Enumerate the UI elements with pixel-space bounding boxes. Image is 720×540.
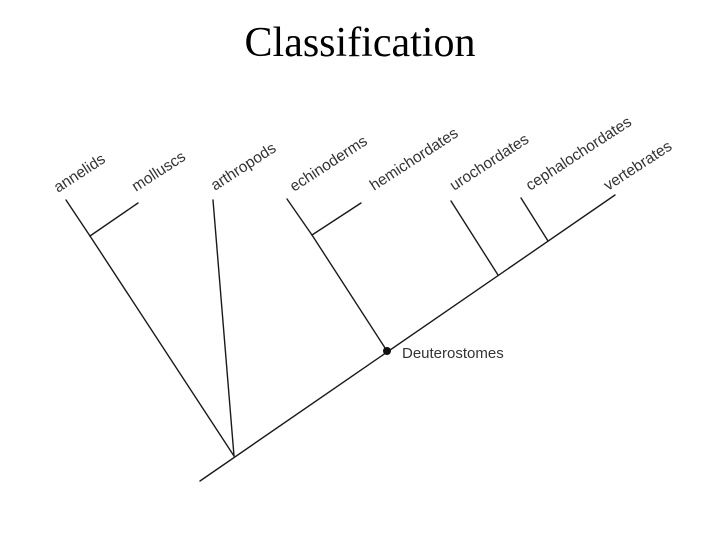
slide-title: Classification bbox=[244, 20, 476, 66]
taxon-label-hemichordates: hemichordates bbox=[367, 125, 462, 195]
annelids-molluscs-stem bbox=[89, 235, 235, 457]
backbone-branch bbox=[199, 194, 616, 482]
deuterostomes-node-dot bbox=[383, 347, 391, 355]
taxon-label-molluscs: molluscs bbox=[129, 148, 189, 195]
taxon-label-arthropods: arthropods bbox=[208, 140, 280, 195]
taxon-label-echinoderms: echinoderms bbox=[287, 133, 371, 196]
taxon-label-urochordates: urochordates bbox=[447, 131, 532, 195]
echinoderms-hemichordates-stem bbox=[311, 234, 388, 352]
cephalochordates-branch bbox=[520, 197, 549, 242]
arthropods-branch bbox=[212, 199, 235, 457]
echinoderms-branch bbox=[286, 198, 313, 236]
urochordates-branch bbox=[450, 200, 499, 276]
molluscs-branch bbox=[89, 202, 139, 237]
deuterostomes-label: Deuterostomes bbox=[402, 345, 504, 362]
hemichordates-branch bbox=[311, 202, 362, 236]
taxon-label-annelids: annelids bbox=[51, 151, 109, 197]
annelids-branch bbox=[65, 199, 91, 237]
taxon-label-vertebrates: vertebrates bbox=[601, 138, 675, 195]
